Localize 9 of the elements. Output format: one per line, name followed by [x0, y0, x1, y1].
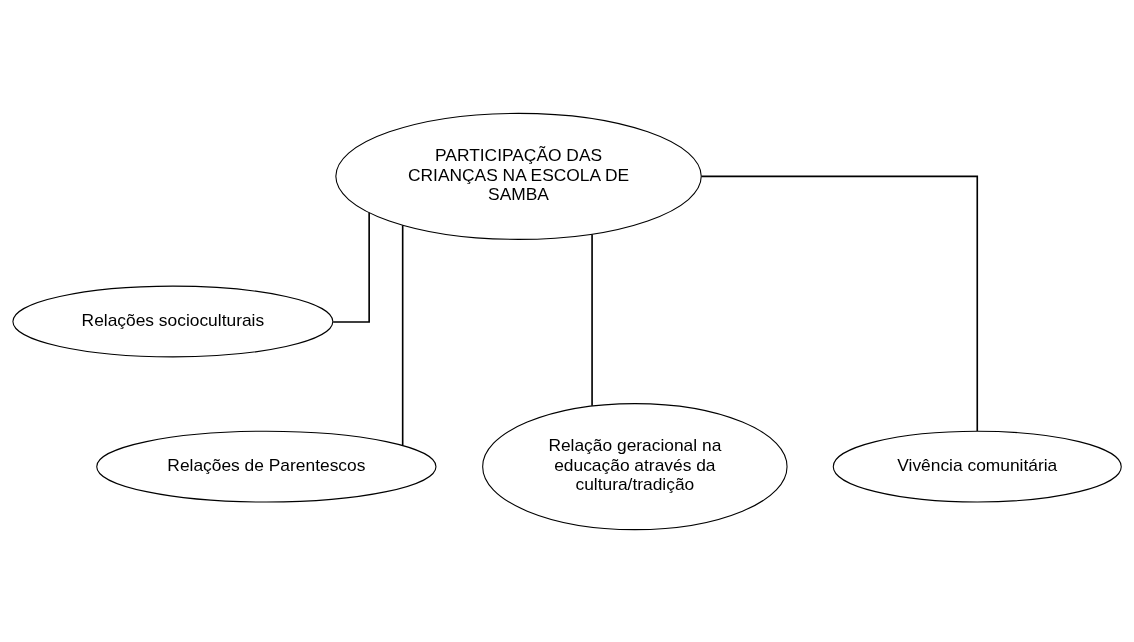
connector: [401, 223, 404, 446]
node-ellipse: Relações socioculturais: [12, 285, 334, 357]
connector: [591, 233, 593, 406]
node-ellipse: Vivência comunitária: [832, 430, 1122, 503]
node-ellipse: PARTICIPAÇÃO DAS CRIANÇAS NA ESCOLA DE SAMBA: [335, 112, 702, 240]
connector: [332, 211, 370, 323]
connector: [700, 175, 979, 432]
node-ellipse: Relação geracional na educação através da cultura/tradição: [482, 402, 788, 530]
node-ellipse: Relações de Parentescos: [96, 430, 437, 503]
